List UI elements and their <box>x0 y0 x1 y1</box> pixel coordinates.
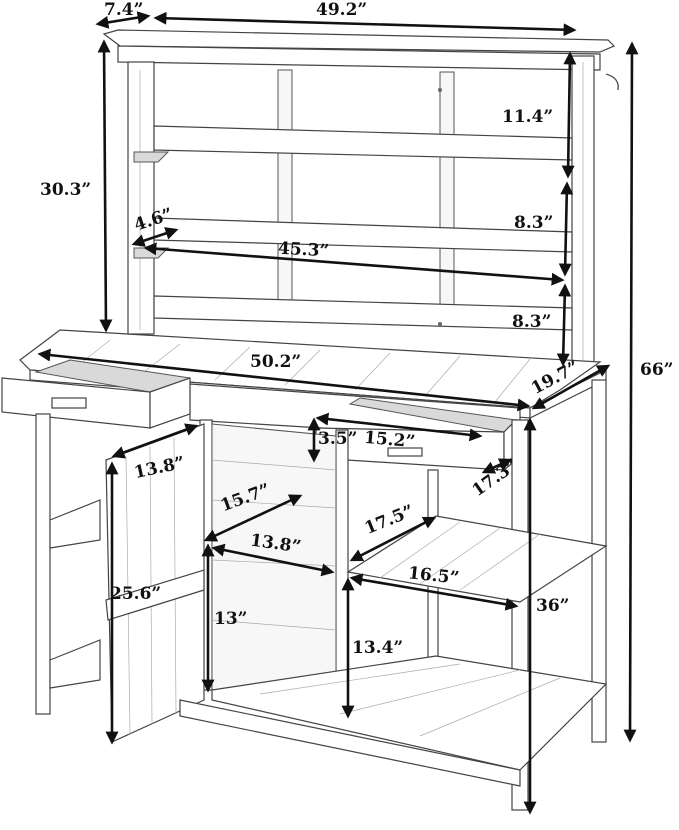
overall-height-label: 66” <box>640 360 674 380</box>
tabletop-width-label: 50.2” <box>250 352 302 372</box>
hutch-width-label: 49.2” <box>316 0 368 20</box>
drawer-height-label: 3.5” <box>318 429 358 449</box>
drawer-width-label: 15.2” <box>363 427 417 453</box>
hutch <box>102 29 619 367</box>
shelf-width-label: 45.3” <box>277 238 330 262</box>
cabinet-height-label: 13” <box>214 609 248 629</box>
hutch-height-label: 30.3” <box>40 180 92 200</box>
middle-shelf-gap-label: 8.3” <box>514 213 554 233</box>
table-height-label: 36” <box>536 596 570 616</box>
open-shelf-height-label: 13.4” <box>352 638 404 658</box>
bottom-shelf-gap-label: 8.3” <box>512 312 552 332</box>
dimension-arrows <box>37 11 639 815</box>
door-height-label: 25.6” <box>110 584 162 604</box>
top-shelf-gap-label: 11.4” <box>502 107 554 127</box>
hutch-depth-label: 7.4” <box>104 0 144 20</box>
